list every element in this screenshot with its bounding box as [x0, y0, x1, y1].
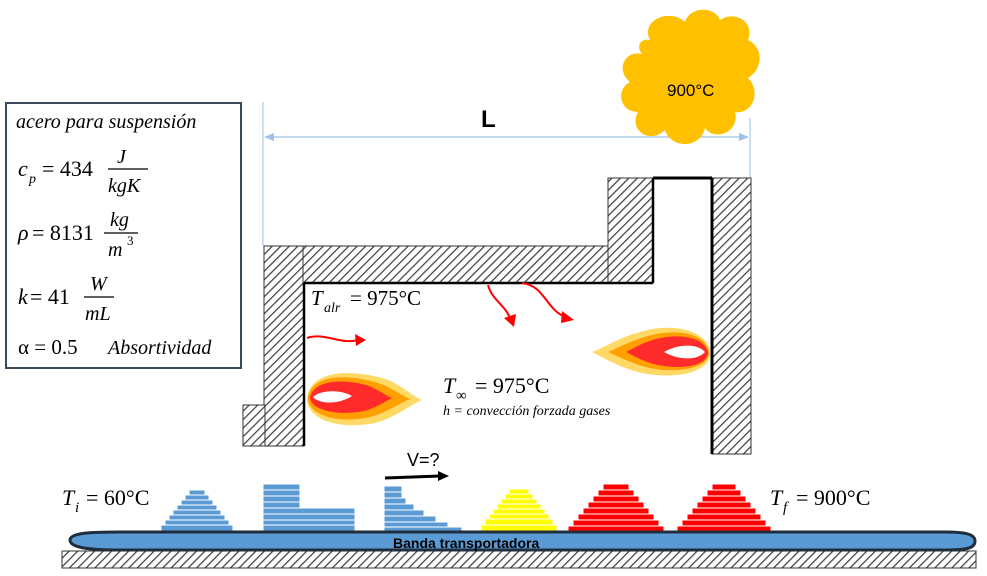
t-inf-subscript: ∞ [456, 388, 467, 404]
flame-right [592, 327, 711, 376]
cp-equation: c p = 434 J kgK [18, 146, 148, 197]
steel-stack-hot-2 [676, 483, 772, 533]
rho-symbol: ρ [17, 220, 29, 245]
tf-label: T f = 900°C [770, 485, 870, 516]
burner-temp: 900°C [667, 81, 714, 100]
h-label: h = convección forzada gases [443, 404, 611, 419]
ti-label: T i = 60°C [62, 485, 149, 516]
alpha-label: Absortividad [106, 337, 212, 359]
conveyor-belt: Banda transportadora [61, 530, 977, 569]
cp-unit-numerator: J [117, 146, 127, 168]
rho-unit-denominator: m [108, 239, 122, 261]
t-alr-subscript: alr [324, 301, 341, 316]
speed-label: V=? [407, 450, 440, 470]
steel-stack-warm [480, 488, 558, 533]
t-alr-value: = 975°C [350, 286, 421, 310]
belt-label: Banda transportadora [393, 535, 539, 551]
alpha-line: α = 0.5 [18, 335, 78, 359]
length-label: L [481, 106, 496, 133]
cp-symbol: c [18, 156, 28, 181]
gas-flow-arrows [306, 282, 574, 346]
ti-value: = 60°C [86, 485, 149, 510]
t-inf-label: T ∞ = 975°C h = convección forzada gases [443, 373, 611, 419]
length-dimension: L [262, 102, 751, 246]
rho-equation: ρ = 8131 kg m 3 [17, 209, 138, 261]
ti-subscript: i [75, 500, 79, 516]
t-alr-symbol: T [311, 286, 324, 310]
ti-symbol: T [62, 485, 76, 510]
cp-value: = 434 [42, 156, 93, 181]
k-symbol: k [18, 284, 29, 309]
speed-indicator: V=? [384, 450, 449, 481]
properties-title: acero para suspensión [16, 111, 196, 133]
k-unit-numerator: W [90, 273, 109, 295]
steel-stack-cold-1 [160, 489, 234, 532]
cp-subscript: p [28, 172, 36, 187]
alpha-equation: α = 0.5 Absortividad [18, 335, 212, 359]
t-alr-label: T alr = 975°C [311, 286, 421, 316]
steel-stack-cold-3 [383, 485, 463, 533]
rho-unit-exponent: 3 [127, 233, 134, 248]
k-value: = 41 [30, 284, 70, 309]
k-equation: k = 41 W mL [18, 273, 114, 325]
properties-box: acero para suspensión c p = 434 J kgK ρ … [5, 102, 242, 369]
flame-left [306, 372, 422, 426]
tf-symbol: T [770, 485, 784, 510]
rho-unit-numerator: kg [110, 209, 129, 231]
conveyor-base [61, 550, 977, 569]
rho-value: = 8131 [32, 220, 94, 245]
k-unit-denominator: mL [85, 303, 111, 325]
t-inf-symbol: T [443, 373, 457, 398]
burner-cloud: 900°C [621, 9, 760, 145]
furnace-walls [242, 176, 752, 455]
steel-stack-cold-2 [262, 483, 356, 532]
steel-stack-hot-1 [567, 483, 665, 533]
t-inf-value: = 975°C [475, 373, 549, 398]
cp-unit-denominator: kgK [108, 175, 142, 197]
tf-subscript: f [783, 500, 789, 516]
tf-value: = 900°C [796, 485, 870, 510]
